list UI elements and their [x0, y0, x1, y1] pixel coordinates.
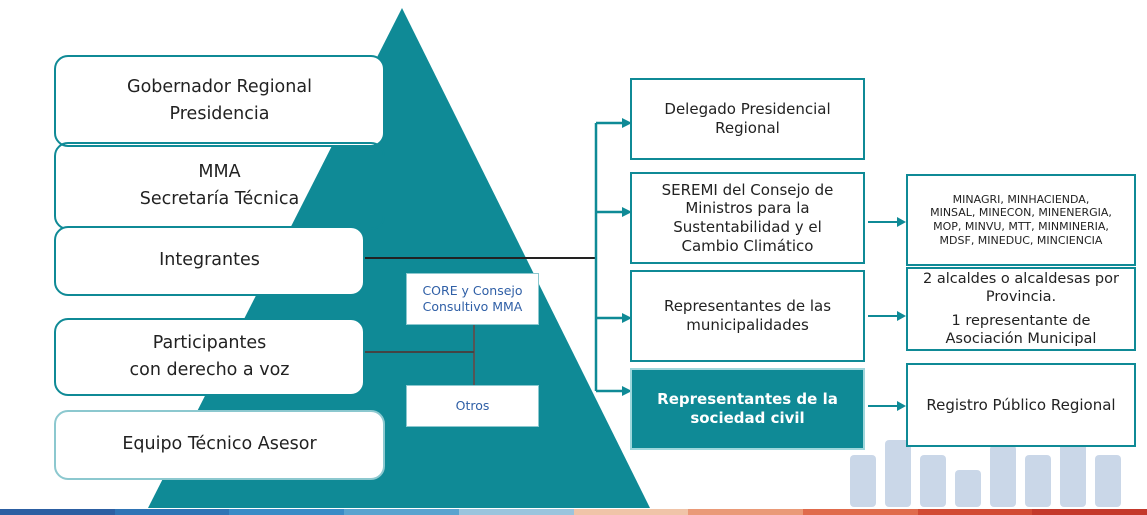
detail-arrows	[868, 217, 906, 411]
bottom-bar-segment	[458, 509, 574, 515]
level-participantes: Participantes con derecho a voz	[54, 318, 365, 396]
member-municipalidades-label: Representantes de las municipalidades	[663, 297, 832, 334]
level-gobernador: Gobernador Regional Presidencia	[54, 55, 385, 147]
detail-ministries: MINAGRI, MINHACIENDA, MINSAL, MINECON, M…	[906, 174, 1136, 266]
member-seremi: SEREMI del Consejo de Ministros para la …	[630, 172, 865, 264]
member-sociedad-civil: Representantes de la sociedad civil	[630, 368, 865, 450]
level-mma: MMA Secretaría Técnica	[54, 142, 385, 230]
detail-alcaldes: 2 alcaldes o alcaldesas por Provincia. 1…	[906, 267, 1136, 351]
level-mma-label: MMA Secretaría Técnica	[139, 161, 300, 209]
member-seremi-label: SEREMI del Consejo de Ministros para la …	[661, 180, 834, 255]
detail-registro-text: Registro Público Regional	[926, 396, 1116, 414]
regional-logo-watermark	[850, 440, 1121, 507]
bottom-color-bar	[0, 509, 1147, 515]
level-equipo-tecnico-label: Equipo Técnico Asesor	[122, 434, 317, 455]
detail-ministries-text: MINAGRI, MINHACIENDA, MINSAL, MINECON, M…	[930, 192, 1112, 247]
member-municipalidades: Representantes de las municipalidades	[630, 270, 865, 362]
detail-registro: Registro Público Regional	[906, 363, 1136, 447]
tag-otros: Otros	[406, 385, 539, 427]
detail-alcaldes-line2: 1 representante de Asociación Municipal	[945, 313, 1097, 348]
bottom-bar-segment	[802, 509, 918, 515]
bottom-bar-segment	[229, 509, 345, 515]
member-delegado: Delegado Presidencial Regional	[630, 78, 865, 160]
level-equipo-tecnico: Equipo Técnico Asesor	[54, 410, 385, 480]
detail-alcaldes-line1: 2 alcaldes o alcaldesas por Provincia.	[923, 270, 1119, 305]
bottom-bar-segment	[0, 509, 115, 515]
member-delegado-label: Delegado Presidencial Regional	[664, 100, 831, 137]
tag-core-consejo: CORE y Consejo Consultivo MMA	[406, 273, 539, 325]
level-integrantes-label: Integrantes	[159, 250, 260, 271]
bottom-bar-segment	[114, 509, 230, 515]
bottom-bar-segment	[917, 509, 1033, 515]
member-arrows	[596, 118, 632, 396]
bottom-bar-segment	[1032, 509, 1147, 515]
level-integrantes: Integrantes	[54, 226, 365, 296]
bottom-bar-segment	[688, 509, 803, 515]
member-sociedad-civil-label: Representantes de la sociedad civil	[657, 390, 838, 427]
level-gobernador-label: Gobernador Regional Presidencia	[127, 76, 312, 124]
bottom-bar-segment	[344, 509, 459, 515]
level-participantes-label: Participantes con derecho a voz	[129, 332, 290, 380]
bottom-bar-segment	[573, 509, 689, 515]
